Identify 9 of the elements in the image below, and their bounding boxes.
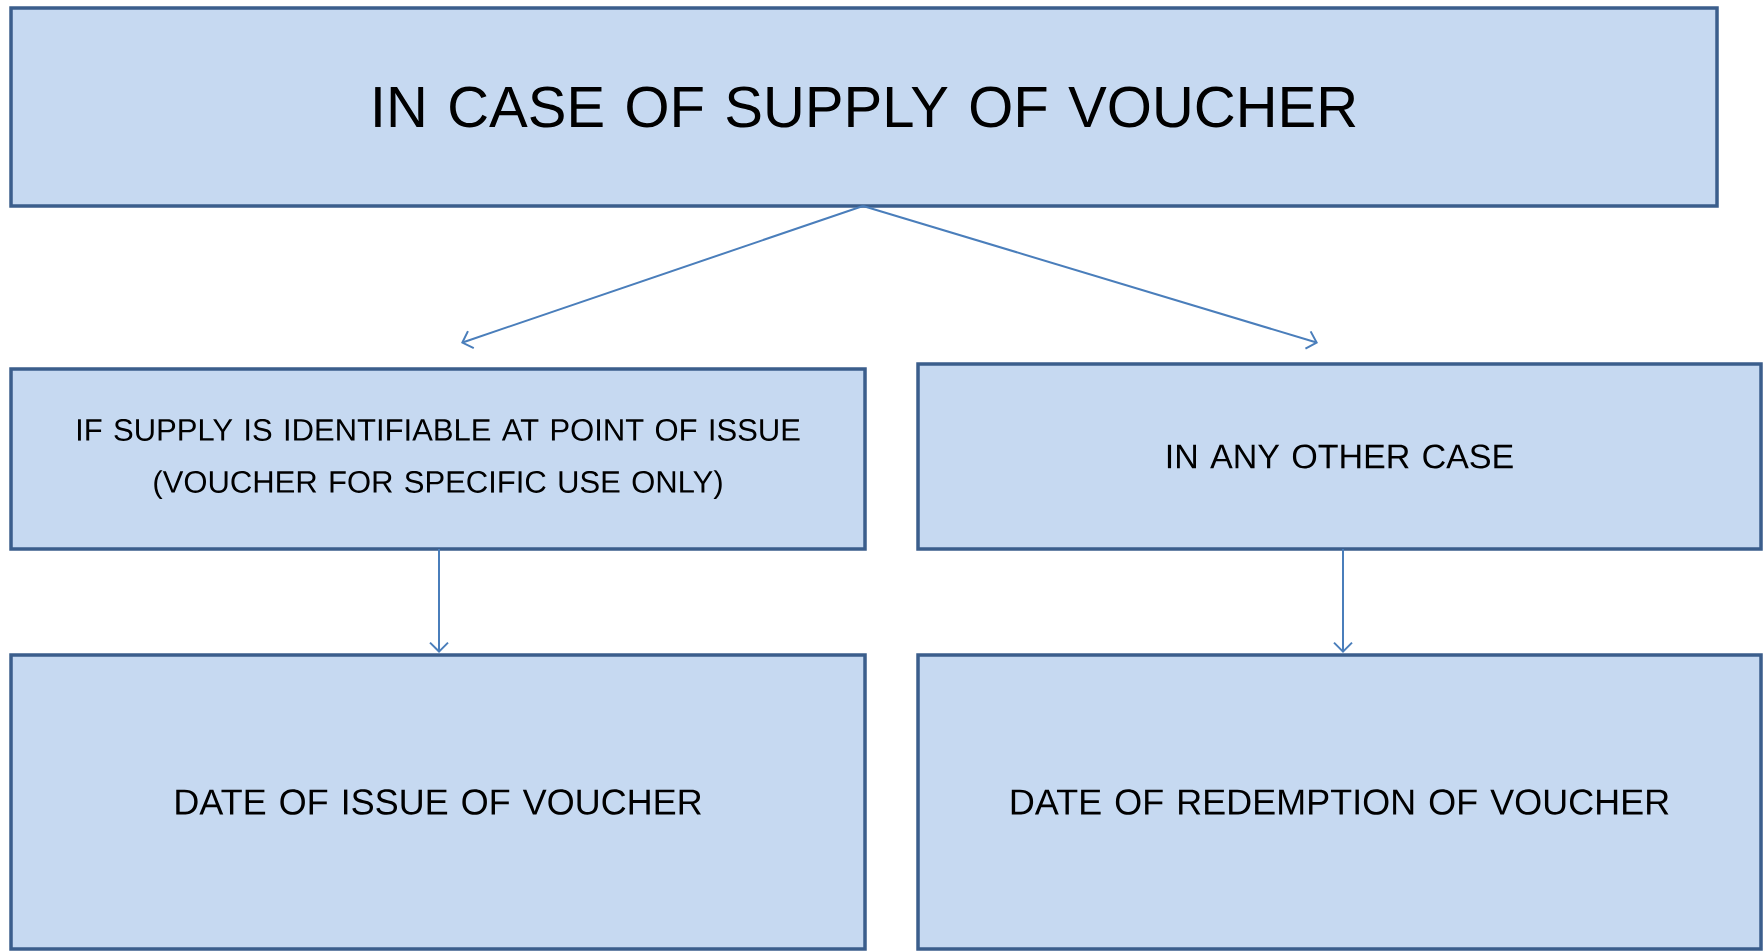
arrow — [1333, 548, 1353, 653]
arrow — [862, 205, 1318, 350]
result-box: DATE OF ISSUE OF VOUCHER — [9, 653, 867, 951]
process-box: IN ANY OTHER CASE — [916, 362, 1763, 551]
arrow — [461, 205, 864, 350]
arrow — [429, 548, 449, 653]
result-box: DATE OF REDEMPTION OF VOUCHER — [916, 653, 1763, 951]
process-box: IF SUPPLY IS IDENTIFIABLE AT POINT OF ISSUE (VOUCHER FOR SPECIFIC USE ONLY) — [9, 367, 867, 551]
title-box: IN CASE OF SUPPLY OF VOUCHER — [9, 6, 1719, 208]
